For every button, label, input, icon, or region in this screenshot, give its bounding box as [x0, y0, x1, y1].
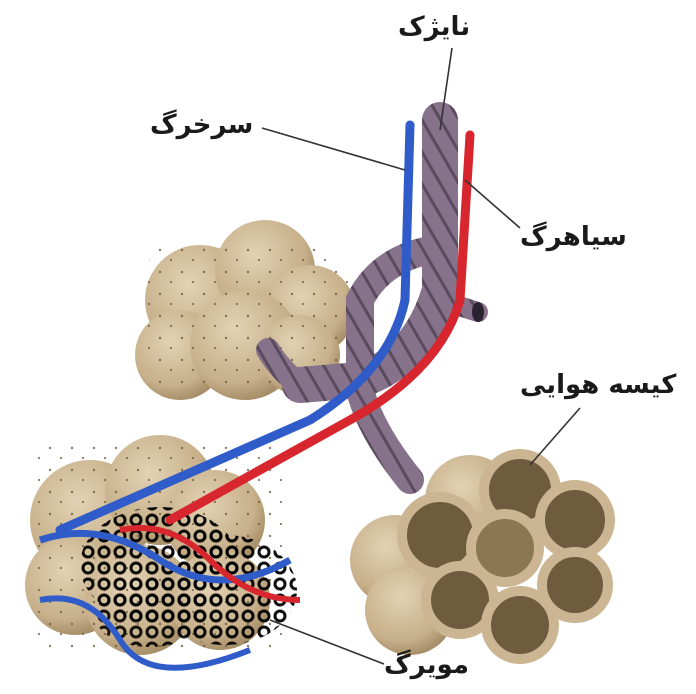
label-bronchiole: نایژک — [398, 14, 470, 40]
vein-leader — [465, 180, 520, 228]
alveolus-leader — [530, 408, 580, 465]
label-alveolus: کیسه هوایی — [520, 372, 676, 398]
label-capillary: مویرگ — [384, 652, 469, 678]
label-vein: سیاهرگ — [520, 224, 627, 250]
artery-leader — [262, 128, 405, 170]
lower-right-alveolar-sac — [350, 454, 610, 659]
label-artery: سرخرگ — [150, 112, 253, 138]
